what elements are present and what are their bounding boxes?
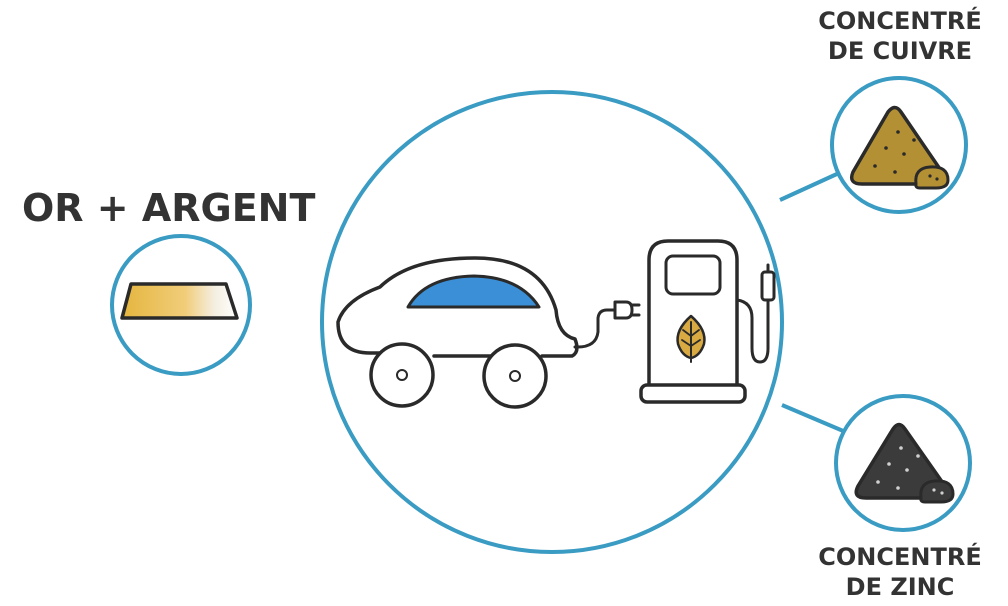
zinc-label-line1: CONCENTRÉ [800, 542, 1000, 572]
copper-label-line2: DE CUIVRE [800, 36, 1000, 66]
station-base [641, 385, 745, 402]
zinc-label-line2: DE ZINC [800, 572, 1000, 602]
gold-silver-label: OR + ARGENT [22, 186, 315, 230]
copper-label-line1: CONCENTRÉ [800, 6, 1000, 36]
zinc-node [836, 396, 970, 530]
zinc-concentrate-label: CONCENTRÉ DE ZINC [800, 542, 1000, 602]
copper-concentrate-label: CONCENTRÉ DE CUIVRE [800, 6, 1000, 66]
station-screen [666, 256, 720, 294]
gold-silver-node [112, 236, 250, 374]
copper-node [832, 78, 966, 212]
gold-bar-icon [122, 284, 237, 318]
